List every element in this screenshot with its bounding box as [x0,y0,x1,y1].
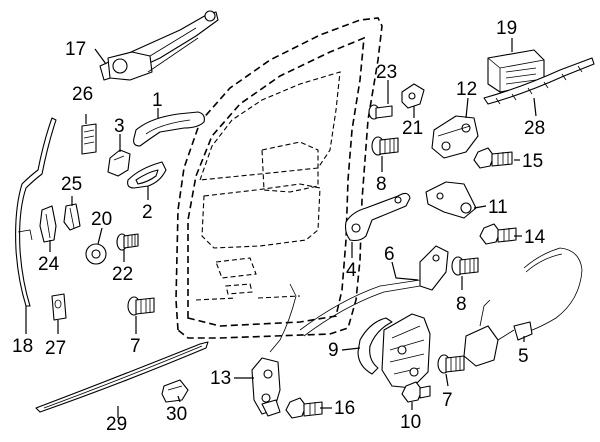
part-4-reinforcement-graphic [344,192,411,242]
callout-20: 20 [91,209,112,230]
callout-8-lower: 8 [456,294,467,315]
part-8-bolt-lower-graphic [451,256,479,276]
callout-23: 23 [376,62,397,83]
part-10-bolt-graphic [401,381,431,403]
callout-5: 5 [518,346,529,367]
part-3-bracket-graphic [107,149,131,177]
callout-labels: 17 26 1 3 2 25 20 24 22 18 27 7 29 30 4 … [12,18,546,435]
callout-27: 27 [45,338,66,359]
part-16-bolt-graphic [285,397,323,419]
callout-24: 24 [38,254,60,275]
part-9-seal-graphic [357,317,393,375]
callout-17: 17 [65,39,86,60]
part-30-clip-graphic [161,379,189,403]
part-5-actuator-graphic [463,247,583,367]
part-14-bolt-graphic [479,223,517,245]
part-20-grommet-graphic [85,243,107,265]
part-23-screw-graphic [368,104,393,120]
part-7-bolt-left-graphic [127,296,155,316]
callout-22: 22 [112,264,133,285]
part-26-pad-graphic [81,123,97,155]
callout-8-upper: 8 [376,174,387,195]
callout-6: 6 [384,244,395,265]
callout-26: 26 [72,84,93,105]
callout-25: 25 [61,174,82,195]
part-8-bolt-upper-graphic [371,136,399,156]
callout-3: 3 [114,116,125,137]
leader-lines [25,38,537,418]
part-1-handle-graphic [133,111,205,147]
callout-4: 4 [346,260,357,281]
callout-28: 28 [524,118,545,139]
callout-21: 21 [402,118,423,139]
part-21-clip-graphic [401,83,425,109]
part-29-molding-graphic [35,341,209,413]
callout-13: 13 [210,368,231,389]
part-22-screw-graphic [116,233,139,251]
part-7-bolt-right-graphic [437,354,465,374]
part-27-pad-graphic [51,293,67,321]
callout-2: 2 [142,202,153,223]
part-11-hinge-graphic [425,181,477,219]
callout-14: 14 [524,227,546,248]
callout-16: 16 [334,398,355,419]
callout-11: 11 [488,197,508,218]
callout-9: 9 [328,340,339,361]
part-13-bracket-graphic [251,283,297,417]
part-24-bracket-graphic [39,205,57,243]
callout-7-left: 7 [130,336,141,357]
part-12-hinge-graphic [431,115,479,159]
part-6-rod-graphic [299,245,449,337]
callout-30: 30 [166,404,187,425]
part-15-bolt-graphic [473,147,513,169]
callout-12: 12 [456,79,477,100]
callout-19: 19 [496,18,517,39]
part-17-regulator-graphic [99,10,219,81]
part-18-weatherstrip-graphic [15,117,57,307]
latch-body-graphic [381,313,431,389]
door-shell [175,17,383,339]
part-2-bezel-graphic [127,161,167,189]
callout-1: 1 [152,90,163,111]
part-25-bracket-graphic [63,203,81,231]
callout-18: 18 [12,336,33,357]
callout-15: 15 [522,151,543,172]
callout-10: 10 [400,412,421,433]
callout-7-right: 7 [442,390,453,411]
callout-29: 29 [106,414,127,435]
part-28-cable-graphic [483,57,595,105]
